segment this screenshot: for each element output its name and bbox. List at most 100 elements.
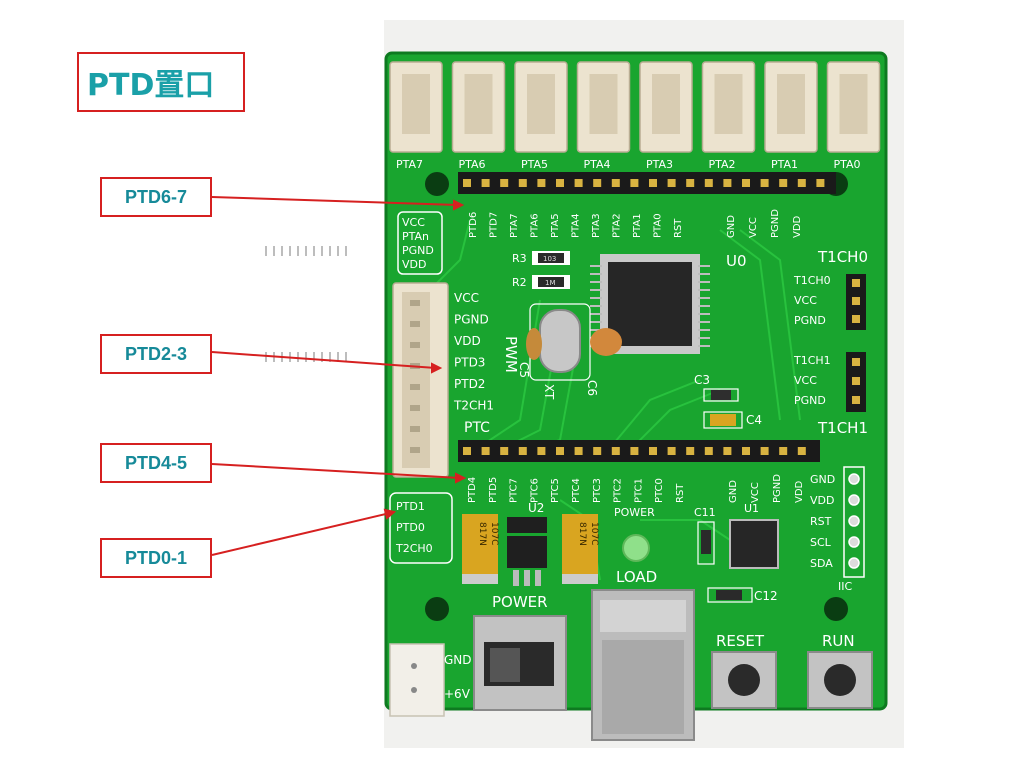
ptd-legend-item: PTD1 xyxy=(396,500,425,513)
bottom-header-pin-label: RST xyxy=(675,483,686,503)
header-pin xyxy=(593,179,602,187)
xt-label: XT xyxy=(542,384,556,400)
reset-label: RESET xyxy=(716,632,765,650)
bottom-header-pin-label: PTC4 xyxy=(571,478,582,503)
left-connector-pin xyxy=(410,426,420,432)
power-input-connector xyxy=(389,643,445,717)
iic-label: IIC xyxy=(838,580,852,593)
run-button xyxy=(807,651,873,709)
c6-label: C6 xyxy=(585,380,599,396)
top-header-pin-label: VCC xyxy=(748,217,759,238)
t1ch1-pin-label: VCC xyxy=(794,374,817,387)
ptd-legend-box xyxy=(389,492,453,564)
t1ch1-header-pins xyxy=(852,358,860,404)
top-header-pins xyxy=(463,179,825,187)
header-pin xyxy=(500,179,509,187)
top-header-pin-label: GND xyxy=(726,215,737,238)
ptc-label: PTC xyxy=(464,420,490,436)
bottom-header-pin-label: PTC5 xyxy=(550,478,561,503)
header-pin xyxy=(760,447,769,455)
callout-ptd4-5: PTD4-5 xyxy=(100,443,212,483)
t1ch0-label: T1CH0 xyxy=(817,248,868,266)
bottom-header-pin-label: PGND xyxy=(772,474,783,503)
iic-pins xyxy=(848,473,860,569)
left-connector-pin-label: PTD2 xyxy=(454,377,485,391)
iic-pin-label: SCL xyxy=(810,536,832,549)
c11-outline xyxy=(697,521,715,565)
arrow-ptd23 xyxy=(211,351,437,369)
top-connector-label: PTA1 xyxy=(771,158,798,171)
ptd-legend-item: PTD0 xyxy=(396,521,425,534)
callout-ptd4-5-label: PTD4-5 xyxy=(124,452,187,473)
callout-ptd2-3-label: PTD2-3 xyxy=(124,343,187,364)
left-connector-pin xyxy=(410,300,420,306)
top-connector-label: PTA2 xyxy=(709,158,736,171)
bottom-header-pin-label: PTD4 xyxy=(467,477,478,503)
u1-chip xyxy=(729,519,779,569)
header-pin xyxy=(742,179,750,187)
header-pin xyxy=(537,447,546,455)
header-pin xyxy=(723,447,732,455)
arrow-ptd67 xyxy=(211,196,459,206)
c12-cap xyxy=(716,590,742,600)
header-pin xyxy=(611,179,620,187)
arrowhead-ptd01 xyxy=(383,508,397,520)
pwr-legend-item: VCC xyxy=(402,216,425,229)
arrow-ptd45 xyxy=(211,463,461,479)
header-pin xyxy=(686,179,695,187)
header-pin xyxy=(667,179,676,187)
top-connector-label: PTA5 xyxy=(521,158,548,171)
top-connector-label: PTA3 xyxy=(646,158,673,171)
tantalum-cap-left-lead xyxy=(462,574,498,584)
pwr-legend-item: PTAn xyxy=(402,230,429,243)
pwm-label: PWM xyxy=(502,336,520,373)
u1-label: U1 xyxy=(744,502,759,515)
c4-label: C4 xyxy=(746,413,762,427)
page-title-box: PTD置口 xyxy=(77,52,245,112)
top-connector-slot xyxy=(527,74,555,134)
iic-pin-outline xyxy=(843,466,865,578)
top-connector-label: PTA7 xyxy=(396,158,423,171)
t1ch1-label: T1CH1 xyxy=(817,419,868,437)
header-pin xyxy=(463,179,471,187)
top-connector-slot xyxy=(464,74,493,134)
cap-c6 xyxy=(590,328,622,356)
r2-label: R2 xyxy=(512,276,527,289)
bottom-header-pin-label: VDD xyxy=(794,480,805,503)
left-connector-pin xyxy=(410,447,420,453)
pwr-legend-box xyxy=(397,211,443,275)
t1ch0-pin-label: PGND xyxy=(794,314,826,327)
c4-outline xyxy=(703,411,743,429)
c4-cap xyxy=(710,414,736,426)
pwr-legend-item: PGND xyxy=(402,244,434,257)
c3-cap xyxy=(711,390,731,400)
r3-resistor xyxy=(538,253,564,263)
header-pin xyxy=(760,179,769,187)
top-header-pin-label: VDD xyxy=(792,215,803,238)
bottom-header-pin-label: PTC7 xyxy=(509,478,520,503)
tantalum-cap-left-marking: 107C xyxy=(489,522,499,545)
bottom-header-pin-label: PTC6 xyxy=(529,478,540,503)
top-connector-slot xyxy=(652,74,680,134)
power-led xyxy=(622,534,650,562)
left-connector-pin-label: PTD3 xyxy=(454,356,485,370)
top-connector-label: PTA4 xyxy=(584,158,611,171)
t1ch1-pin-label: T1CH1 xyxy=(793,354,831,367)
power-led-label: POWER xyxy=(614,506,655,519)
header-pin xyxy=(779,179,788,187)
left-connector-pin xyxy=(410,321,420,327)
header-pin xyxy=(686,447,695,455)
iic-pin-label: RST xyxy=(810,515,832,528)
six-v-label: +6V xyxy=(444,687,471,701)
cap-c5 xyxy=(526,328,542,360)
u2-label: U2 xyxy=(528,501,544,515)
arrowhead-ptd23 xyxy=(431,362,443,374)
t1ch0-header-pins xyxy=(852,279,860,323)
header-pin xyxy=(742,447,750,455)
header-pin xyxy=(797,179,806,187)
header-pin xyxy=(518,447,527,455)
t1ch0-pin-label: T1CH0 xyxy=(793,274,831,287)
